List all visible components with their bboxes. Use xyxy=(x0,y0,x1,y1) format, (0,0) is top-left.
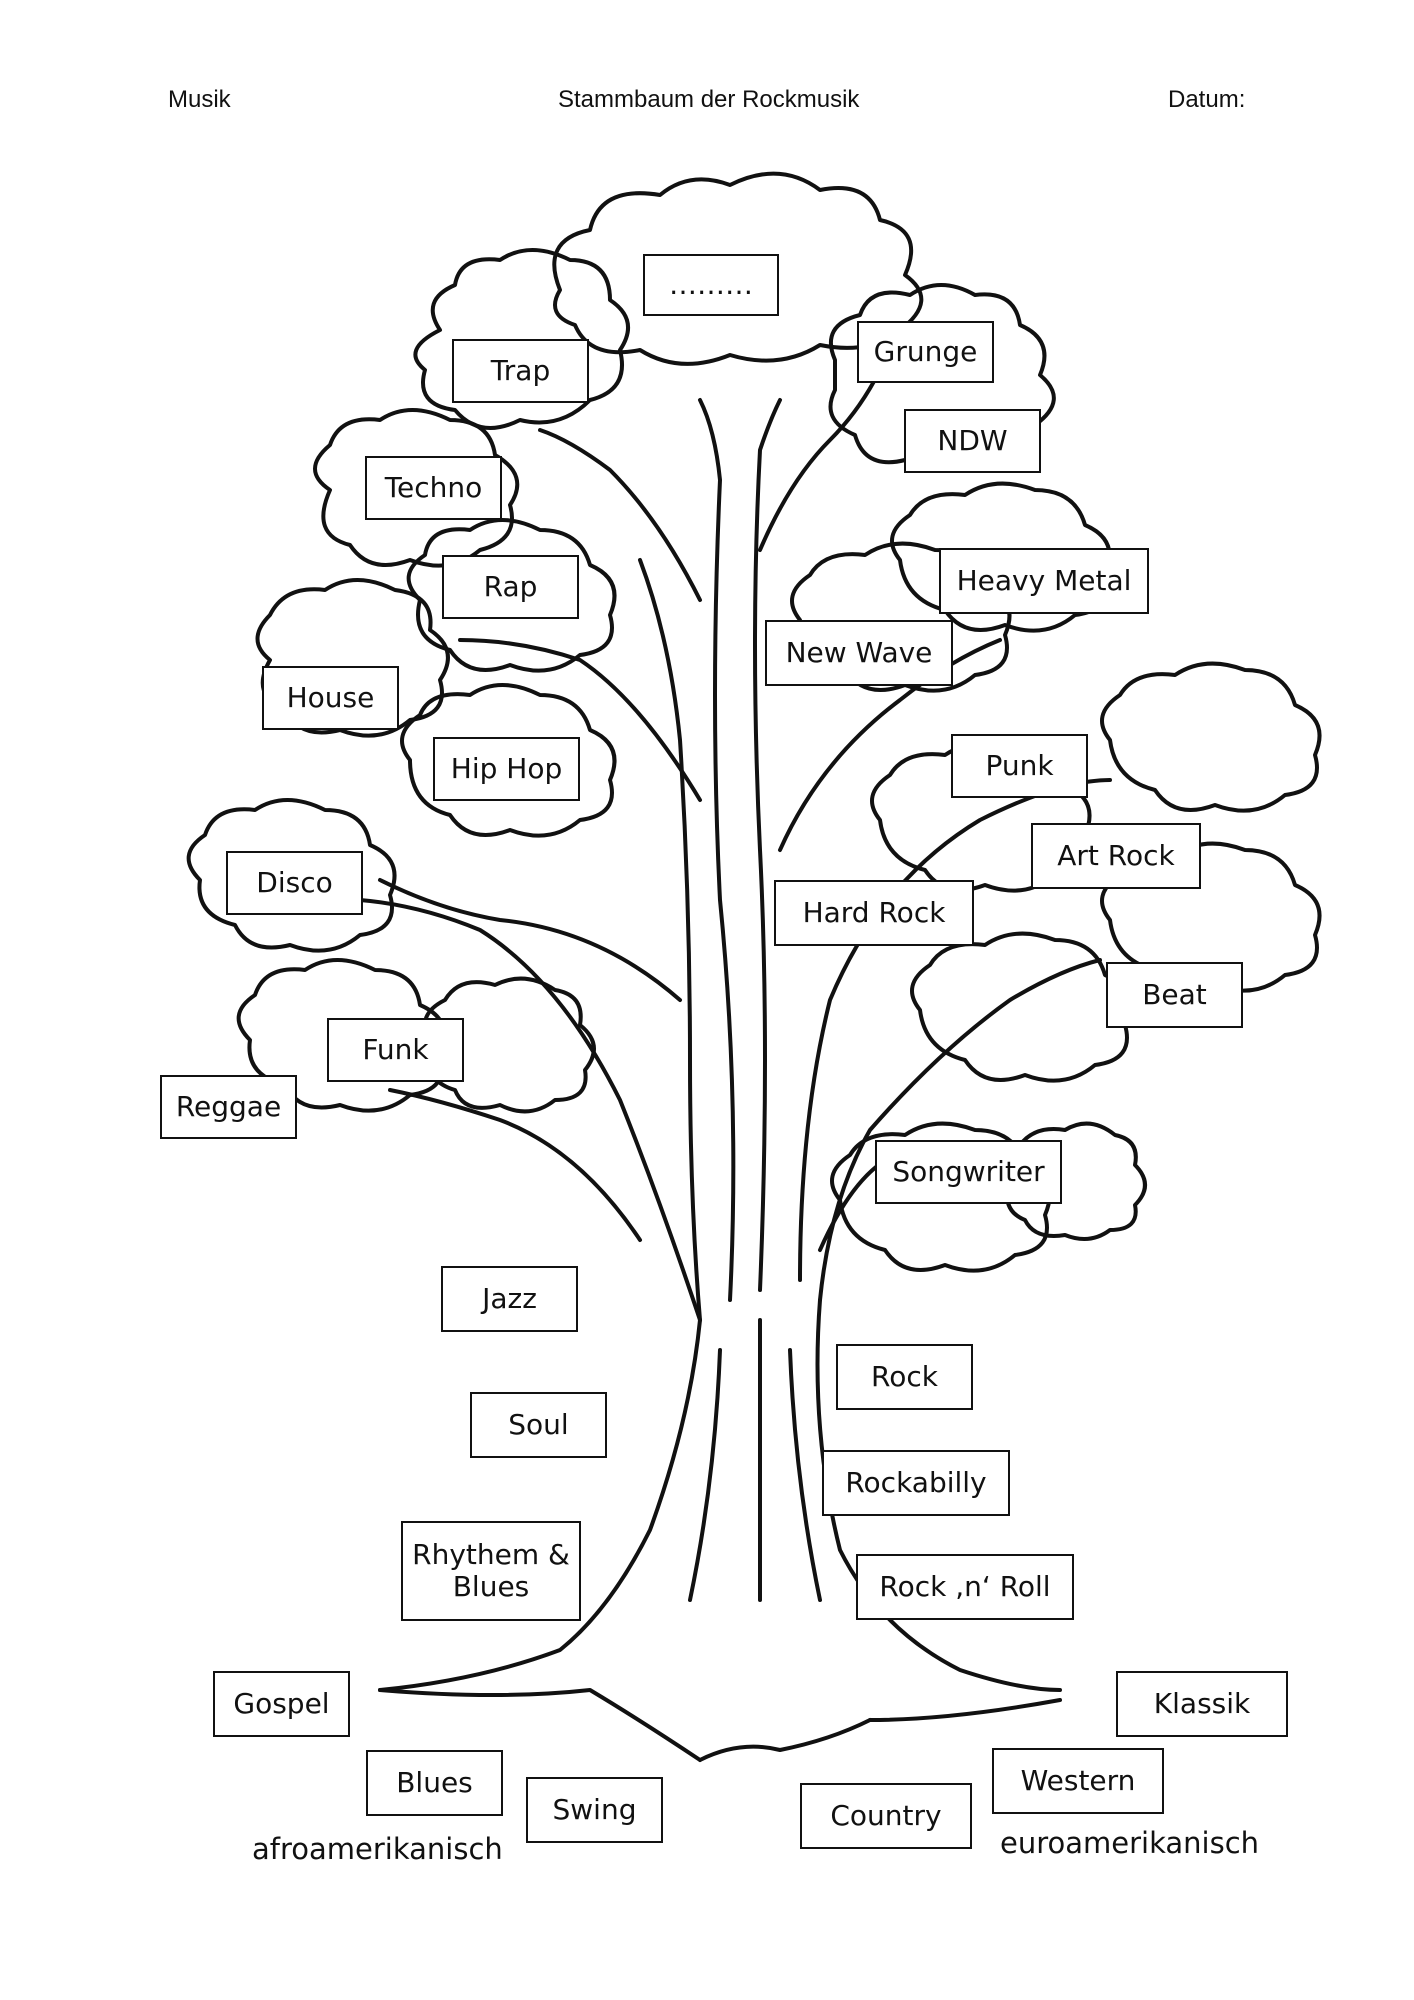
canopy-funk-right-cloud xyxy=(423,976,596,1114)
box-swing[interactable]: Swing xyxy=(526,1777,663,1843)
box-hard-rock[interactable]: Hard Rock xyxy=(774,880,974,946)
trunk-bark-1 xyxy=(688,1348,722,1602)
box-rock[interactable]: Rock xyxy=(836,1344,973,1410)
canopy-hiphop-cloud xyxy=(400,683,617,838)
trunk-root-left-1 xyxy=(378,1688,702,1762)
box-rhythm-blues[interactable]: Rhythem & Blues xyxy=(401,1521,581,1621)
branch-left-upper xyxy=(538,428,702,602)
box-soul[interactable]: Soul xyxy=(470,1392,607,1458)
box-western[interactable]: Western xyxy=(992,1748,1164,1814)
canopy-songwriter-right-cloud xyxy=(1002,1121,1147,1241)
canopy-right-upper-cloud xyxy=(828,283,1056,471)
date-label: Datum: xyxy=(1168,86,1246,113)
box-grunge[interactable]: Grunge xyxy=(857,321,994,383)
box-house[interactable]: House xyxy=(262,666,399,730)
branch-left-funk xyxy=(388,1088,642,1242)
box-songwriter[interactable]: Songwriter xyxy=(875,1140,1062,1204)
branch-right-top xyxy=(758,368,882,552)
branch-left-disco xyxy=(378,878,682,1002)
box-punk[interactable]: Punk xyxy=(951,734,1088,798)
box-rock-n-roll[interactable]: Rock ,n‘ Roll xyxy=(856,1554,1074,1620)
box-hip-hop[interactable]: Hip Hop xyxy=(433,737,580,801)
canopy-hardrock-lower-cloud xyxy=(910,931,1132,1083)
trunk-left-edge xyxy=(378,1318,702,1692)
origin-afroamerican: afroamerikanisch xyxy=(252,1832,503,1866)
box-reggae[interactable]: Reggae xyxy=(160,1075,297,1139)
box-blues[interactable]: Blues xyxy=(366,1750,503,1816)
trunk-root-right-1 xyxy=(868,1698,1062,1722)
box-new-wave[interactable]: New Wave xyxy=(765,620,953,686)
branch-right-upper xyxy=(778,638,1002,852)
origin-euroamerican: euroamerikanisch xyxy=(1000,1826,1260,1860)
canopy-rap-cloud xyxy=(406,518,617,673)
canopy-disco-cloud xyxy=(186,798,397,953)
branch-left-rap xyxy=(458,638,702,802)
canopy-top-cloud xyxy=(552,171,924,366)
box-disco[interactable]: Disco xyxy=(226,851,363,915)
branch-left-main-2 xyxy=(638,558,702,1322)
box-trap[interactable]: Trap xyxy=(452,339,589,403)
canopy-left-mid-cloud xyxy=(313,408,520,568)
box-ndw[interactable]: NDW xyxy=(904,409,1041,473)
canopy-left-upper-cloud xyxy=(413,248,630,430)
box-top-blank[interactable]: ……… xyxy=(643,254,779,316)
box-klassik[interactable]: Klassik xyxy=(1116,1671,1288,1737)
box-art-rock[interactable]: Art Rock xyxy=(1031,823,1201,889)
page-title: Stammbaum der Rockmusik xyxy=(558,86,860,113)
box-rap[interactable]: Rap xyxy=(442,555,579,619)
branch-center-2 xyxy=(753,398,782,1292)
canopy-heavy-metal-cloud xyxy=(890,481,1112,633)
box-rockabilly[interactable]: Rockabilly xyxy=(822,1450,1010,1516)
box-funk[interactable]: Funk xyxy=(327,1018,464,1082)
branch-center xyxy=(698,398,736,1302)
box-jazz[interactable]: Jazz xyxy=(441,1266,578,1332)
canopy-punk-cloud xyxy=(1100,661,1322,813)
box-country[interactable]: Country xyxy=(800,1783,972,1849)
trunk-root-center xyxy=(698,1718,872,1762)
box-heavy-metal[interactable]: Heavy Metal xyxy=(939,548,1149,614)
subject-label: Musik xyxy=(168,86,231,113)
box-beat[interactable]: Beat xyxy=(1106,962,1243,1028)
box-gospel[interactable]: Gospel xyxy=(213,1671,350,1737)
branch-left-main xyxy=(358,898,702,1322)
trunk-bark-3 xyxy=(788,1348,822,1602)
box-techno[interactable]: Techno xyxy=(365,456,502,520)
